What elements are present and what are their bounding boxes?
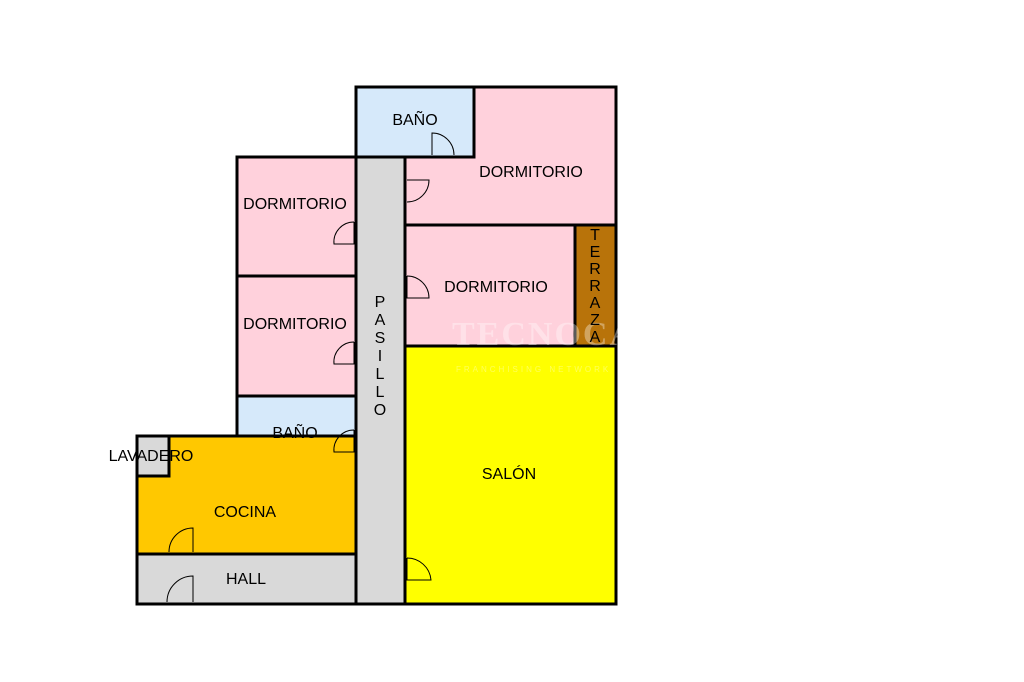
- terraza-letter: R: [589, 261, 601, 278]
- terraza-letter: T: [590, 227, 600, 244]
- door-hall: [166, 575, 194, 603]
- label-hall: HALL: [226, 571, 266, 588]
- terraza-letter: A: [590, 295, 601, 312]
- label-cocina: COCINA: [214, 504, 277, 521]
- pasillo-letter: S: [375, 330, 386, 347]
- watermark: TECNOCASA FRANCHISING NETWORK: [452, 316, 683, 374]
- door-cocina: [168, 527, 194, 553]
- pasillo-letter: O: [374, 402, 386, 419]
- door-dormitorio-mid-right: [406, 275, 430, 299]
- watermark-tagline: FRANCHISING NETWORK: [456, 365, 611, 374]
- door-dormitorio-left-2: [333, 341, 355, 365]
- terraza-letter: R: [589, 278, 601, 295]
- door-bano-top: [431, 132, 455, 156]
- room-pasillo: [354, 155, 407, 606]
- terraza-letter: A: [590, 329, 601, 346]
- label-bano-top: BAÑO: [392, 109, 437, 129]
- pasillo-letter: I: [378, 348, 382, 365]
- label-bano-left: BAÑO: [272, 422, 317, 442]
- label-dormitorio-left-2: DORMITORIO: [243, 316, 347, 333]
- room-dormitorio-left-2: [235, 274, 358, 398]
- label-dormitorio-mid-right: DORMITORIO: [444, 279, 548, 296]
- label-dormitorio-top-right: DORMITORIO: [479, 164, 583, 181]
- label-dormitorio-left-1: DORMITORIO: [243, 196, 347, 213]
- label-lavadero: LAVADERO: [109, 448, 194, 465]
- door-bano-left: [333, 429, 355, 453]
- pasillo-letter: L: [376, 366, 385, 383]
- label-salon: SALÓN: [482, 464, 536, 483]
- watermark-logo: TECNOCASA: [452, 316, 683, 353]
- door-salon: [406, 557, 432, 581]
- room-salon: [403, 344, 618, 606]
- room-lavadero: [135, 434, 171, 478]
- room-bano-top-front: [354, 85, 476, 159]
- terraza-letter: Z: [590, 312, 600, 329]
- pasillo-letter: A: [375, 312, 386, 329]
- room-cocina-notch: [139, 476, 354, 552]
- doors: [166, 132, 455, 603]
- room-hall: [135, 552, 358, 606]
- terraza-letter: E: [590, 244, 601, 261]
- pasillo-letter: L: [376, 384, 385, 401]
- door-dormitorio-left-1: [333, 221, 355, 245]
- door-dormitorio-top-right: [406, 179, 430, 203]
- pasillo-letter: P: [375, 294, 386, 311]
- room-dormitorio-left-1: [235, 155, 358, 278]
